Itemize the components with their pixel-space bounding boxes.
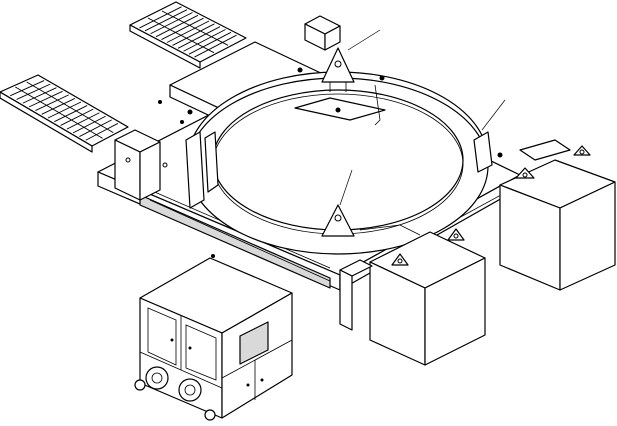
grating-bar	[60, 108, 94, 126]
walkway-grating-upper	[129, 1, 247, 69]
grating-bar	[16, 83, 51, 100]
grating-rail	[147, 17, 215, 54]
hydraulic-tank-front	[339, 228, 486, 366]
grating-rail	[15, 86, 103, 139]
control-cabinet-cart	[134, 254, 293, 421]
grating-bar	[150, 12, 193, 35]
grating-bar	[188, 31, 232, 55]
grating-bar	[194, 34, 237, 58]
leader-lines	[339, 29, 506, 206]
walkway-grating-lower	[0, 74, 129, 153]
grating-bar	[22, 87, 57, 104]
grating-bar	[166, 20, 210, 43]
grating-bar	[28, 90, 63, 108]
grating-bar	[155, 14, 199, 38]
grating-rail	[161, 10, 229, 46]
grating-bar	[47, 101, 82, 119]
grating-bar	[41, 98, 76, 115]
grating-bar	[85, 123, 119, 141]
grating-bar	[172, 23, 215, 46]
grating-bar	[10, 80, 45, 97]
ring-frame	[185, 47, 503, 255]
grating-bar	[79, 119, 112, 137]
grating-bar	[72, 115, 106, 134]
hydraulic-tank-right	[499, 139, 616, 291]
grating-bar	[161, 17, 204, 40]
grating-bar	[183, 29, 226, 52]
grating-bar	[177, 26, 221, 49]
grating-bar	[66, 112, 100, 130]
grating-bar	[139, 6, 182, 29]
grating-bar	[54, 105, 88, 123]
grating-bar	[144, 9, 188, 32]
grating-rail	[26, 81, 114, 134]
grating-bar	[35, 94, 69, 111]
